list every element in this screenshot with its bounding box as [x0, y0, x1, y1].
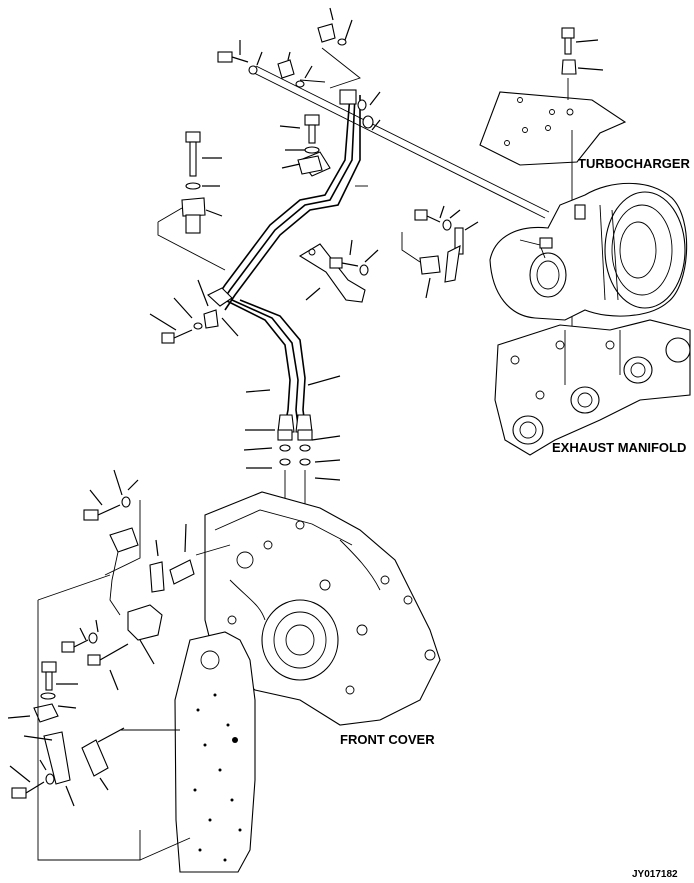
- bracket-bolt-right: [414, 205, 479, 299]
- exhaust-manifold: [494, 319, 691, 456]
- turbocharger: [489, 182, 688, 321]
- front-cover-label: FRONT COVER: [340, 732, 435, 747]
- clip-bolt: [149, 279, 239, 344]
- oil-pipe-assembly: [207, 89, 381, 433]
- clamp-bolt: [279, 114, 323, 175]
- banjo-bolt-top: [217, 7, 353, 88]
- sensor-harness: [61, 469, 195, 691]
- exhaust-manifold-label: EXHAUST MANIFOLD: [552, 440, 687, 455]
- pipe-fittings: [243, 429, 341, 505]
- front-cover: [204, 491, 441, 726]
- mounting-plate: [174, 631, 256, 873]
- heat-shield-plate: [479, 91, 627, 166]
- heat-shield-bolt: [561, 27, 604, 75]
- pipe-bracket: [298, 185, 379, 303]
- clamp-bolt-lower: [7, 661, 125, 807]
- drawing-id-label: JY017182: [632, 869, 678, 880]
- turbocharger-label: TURBOCHARGER: [578, 156, 690, 171]
- support-bolt: [157, 131, 226, 271]
